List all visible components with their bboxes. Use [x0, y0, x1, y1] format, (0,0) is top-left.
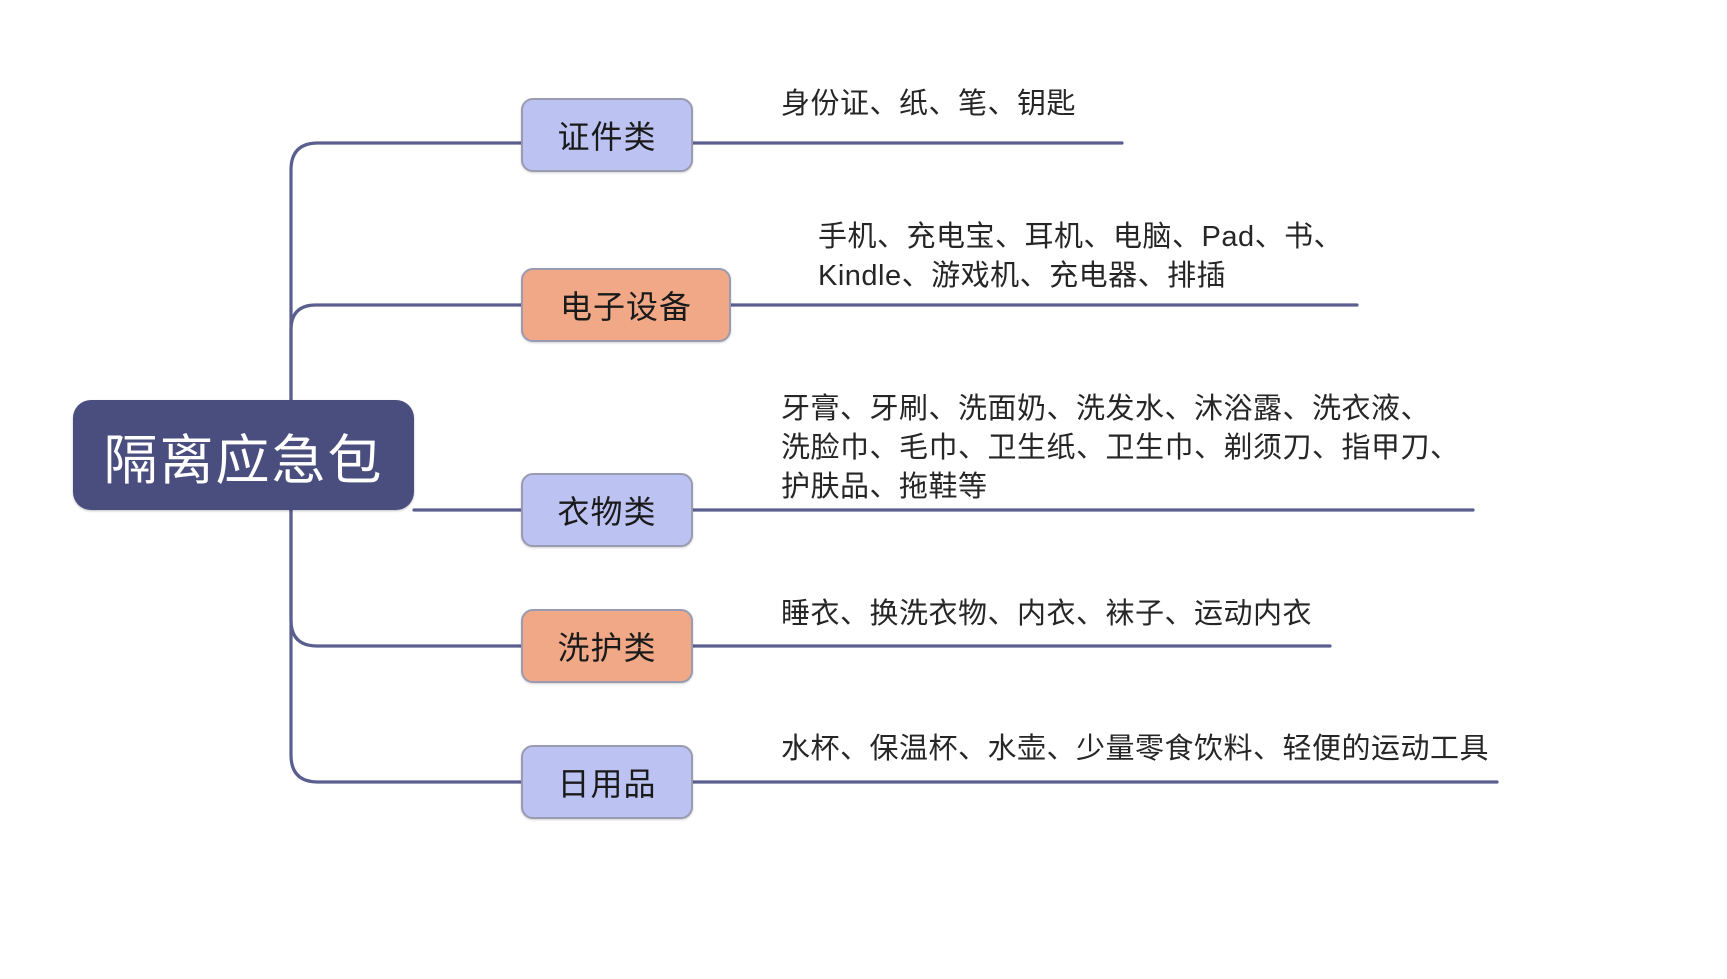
branch-node-5-label: 日用品 — [557, 766, 657, 802]
connector-to-branch-5 — [289, 508, 527, 784]
branch-1-detail-line-1: 身份证、纸、笔、钥匙 — [781, 88, 1077, 120]
branch-node-2-label: 电子设备 — [559, 289, 692, 325]
branch-3-detail-line-2: 洗脸巾、毛巾、卫生纸、卫生巾、剃须刀、指甲刀、 — [781, 432, 1460, 464]
branch-node-3-label: 衣物类 — [557, 494, 657, 530]
branch-node-4[interactable]: 洗护类 — [521, 609, 693, 683]
branch-3-detail-line-3: 护肤品、拖鞋等 — [781, 471, 988, 503]
branch-node-3[interactable]: 衣物类 — [521, 473, 693, 547]
branch-node-2[interactable]: 电子设备 — [521, 268, 731, 342]
root-node-label: 隔离应急包 — [103, 430, 384, 491]
root-node[interactable]: 隔离应急包 — [73, 400, 414, 510]
branch-node-5[interactable]: 日用品 — [521, 745, 693, 819]
branch-4-detail-line-1: 睡衣、换洗衣物、内衣、袜子、运动内衣 — [781, 598, 1313, 630]
branch-node-1[interactable]: 证件类 — [521, 98, 693, 172]
branch-3-detail-line-1: 牙膏、牙刷、洗面奶、洗发水、沐浴露、洗衣液、 — [781, 393, 1431, 425]
branch-5-detail-line-1: 水杯、保温杯、水壶、少量零食饮料、轻便的运动工具 — [781, 733, 1490, 765]
branch-node-4-label: 洗护类 — [557, 630, 657, 666]
branch-node-1-label: 证件类 — [557, 119, 657, 155]
branch-2-detail-line-1: 手机、充电宝、耳机、电脑、Pad、书、 — [818, 221, 1344, 253]
branch-2-detail-line-2: Kindle、游戏机、充电器、排插 — [818, 260, 1227, 292]
